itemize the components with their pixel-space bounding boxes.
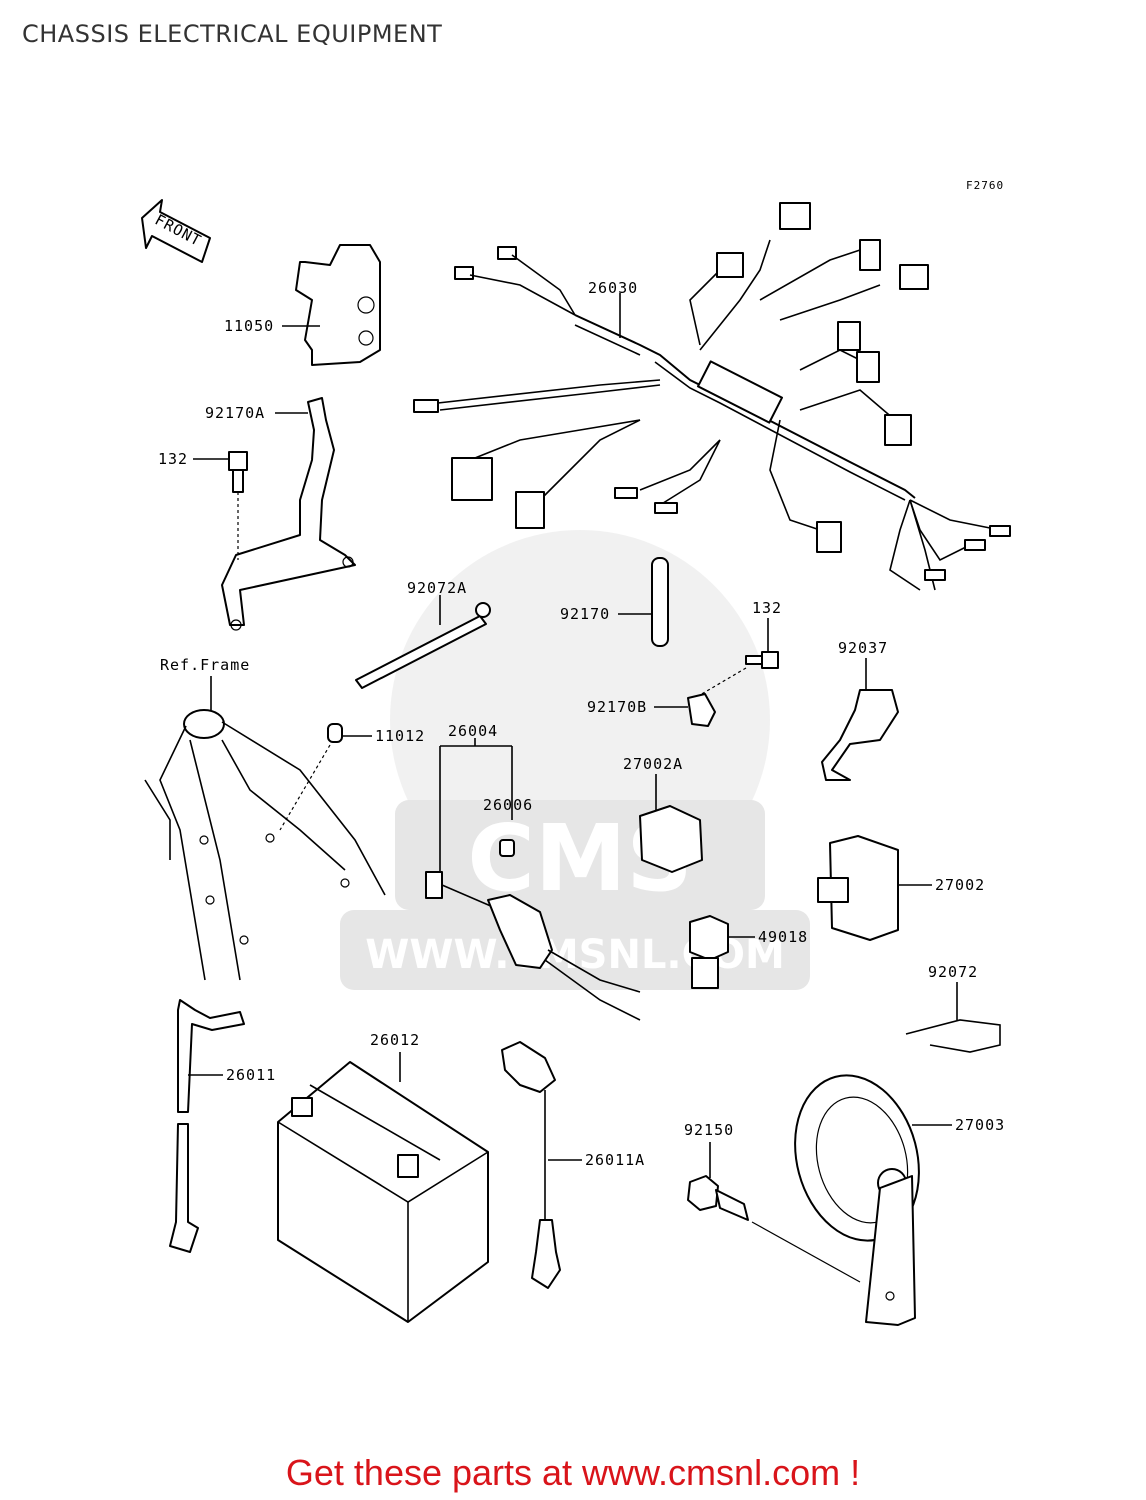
stay-92170 <box>618 557 669 647</box>
label-26012: 26012 <box>370 1031 420 1049</box>
relay-27002A <box>639 774 703 873</box>
label-92170B: 92170B <box>587 698 647 716</box>
clamp-92037 <box>821 658 899 781</box>
figure-code: F2760 <box>966 179 1004 192</box>
footer-promo[interactable]: Get these parts at www.cmsnl.com ! <box>285 1452 861 1493</box>
cap-11012 <box>279 723 372 831</box>
label-ref-frame: Ref.Frame <box>160 656 250 674</box>
label-27002: 27002 <box>935 876 985 894</box>
battery-26012 <box>277 1052 489 1323</box>
label-26004: 26004 <box>448 722 498 740</box>
label-132-left: 132 <box>158 450 188 468</box>
stay-92170A <box>221 397 356 631</box>
label-26030: 26030 <box>588 279 638 297</box>
bolt-132-right <box>699 618 779 696</box>
bracket-11050 <box>282 244 381 366</box>
fuse-holder-26004 <box>425 738 641 1021</box>
label-92037: 92037 <box>838 639 888 657</box>
band-92072 <box>905 982 1001 1053</box>
wiring-harness-26030 <box>413 202 1011 591</box>
label-11012: 11012 <box>375 727 425 745</box>
clamp-92170B <box>654 693 716 727</box>
band-92072A <box>355 595 491 689</box>
label-26011A: 26011A <box>585 1151 645 1169</box>
label-27003: 27003 <box>955 1116 1005 1134</box>
page-title: CHASSIS ELECTRICAL EQUIPMENT <box>22 20 443 48</box>
label-11050: 11050 <box>224 317 274 335</box>
label-26011: 26011 <box>226 1066 276 1084</box>
lead-26011A <box>501 1041 582 1289</box>
relay-49018 <box>689 915 755 989</box>
horn-27003 <box>794 1074 952 1326</box>
bolt-92150 <box>687 1142 861 1283</box>
label-132-right: 132 <box>752 599 782 617</box>
label-49018: 49018 <box>758 928 808 946</box>
label-92150: 92150 <box>684 1121 734 1139</box>
front-arrow-icon: FRONT <box>141 199 211 263</box>
bolt-132-left <box>193 451 248 560</box>
label-27002A: 27002A <box>623 755 683 773</box>
relay-27002 <box>817 835 932 941</box>
watermark: CMS WWW.CMSNL.COM <box>340 530 810 990</box>
label-26006: 26006 <box>483 796 533 814</box>
label-92072A: 92072A <box>407 579 467 597</box>
lead-26011 <box>169 999 245 1253</box>
label-92170A: 92170A <box>205 404 265 422</box>
label-92170: 92170 <box>560 605 610 623</box>
label-92072: 92072 <box>928 963 978 981</box>
frame-reference <box>144 676 386 981</box>
